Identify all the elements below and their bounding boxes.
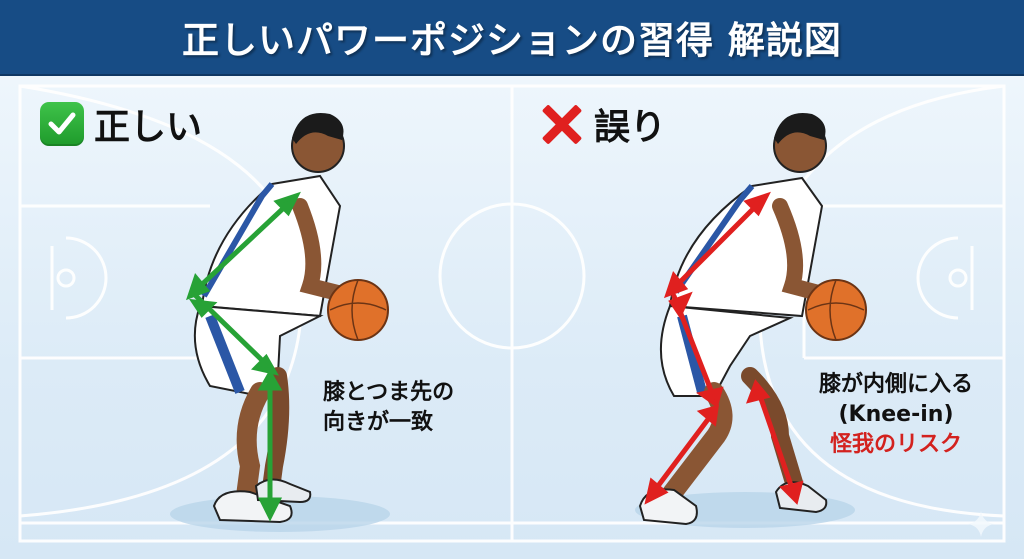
sparkle-icon <box>968 511 994 537</box>
correct-note-line-1: 膝とつま先の <box>323 380 455 405</box>
correct-note: 膝とつま先の 向きが一致 <box>323 378 454 438</box>
incorrect-note: 膝が内側に入る (Knee-in) 怪我のリスク <box>796 370 996 460</box>
player-correct-figure <box>170 113 390 532</box>
incorrect-note-line-2: (Knee-in) <box>838 402 954 427</box>
injury-risk-warning: 怪我のリスク <box>829 432 962 457</box>
incorrect-label-text: 誤り <box>594 107 667 148</box>
player-incorrect-figure <box>635 113 867 528</box>
incorrect-note-line-1: 膝が内側に入る <box>818 372 973 397</box>
title-banner: 正しいパワーポジションの習得 解説図 <box>0 0 1024 76</box>
check-mark-icon <box>40 102 84 146</box>
correct-label-text: 正しい <box>94 107 203 148</box>
cross-mark-icon <box>540 102 584 146</box>
illustration-area: 正しい <box>0 76 1024 559</box>
correct-label: 正しい <box>40 98 202 150</box>
incorrect-label: 誤り <box>540 98 666 150</box>
page-title: 正しいパワーポジションの習得 解説図 <box>182 19 842 62</box>
correct-note-line-2: 向きが一致 <box>323 410 434 435</box>
